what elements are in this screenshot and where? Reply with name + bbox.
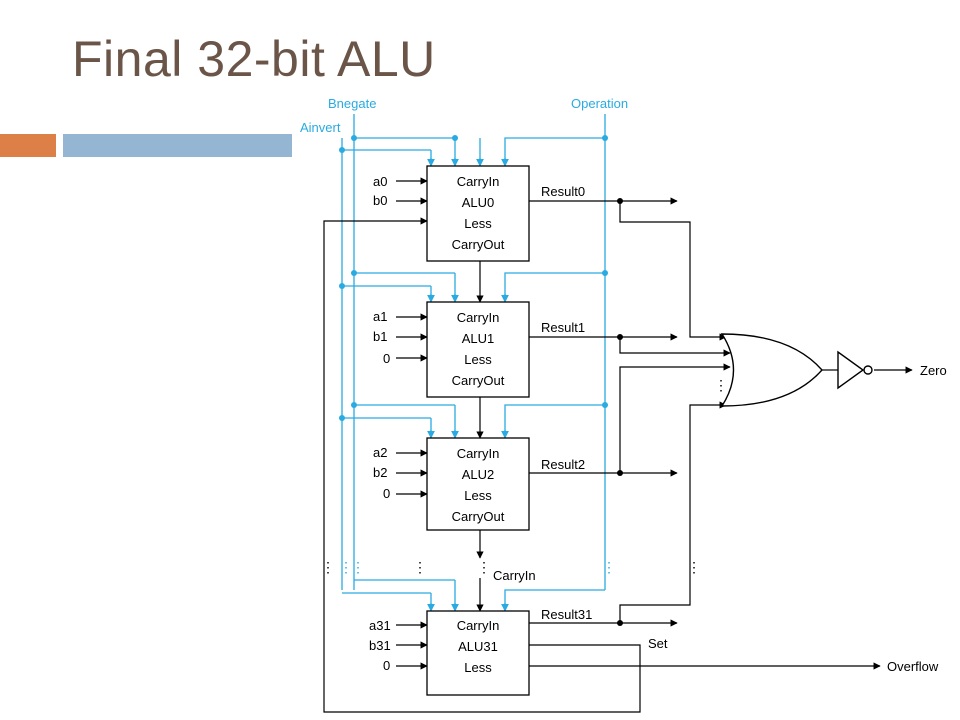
zero-label: Zero <box>920 363 947 378</box>
alu-carry-in-label: CarryIn <box>457 174 500 189</box>
alu-carry-in-label: CarryIn <box>457 618 500 633</box>
ellipsis: ⋮ <box>714 377 728 393</box>
alu-name-label: ALU1 <box>462 331 495 346</box>
title-accent-orange-bar <box>0 134 56 157</box>
slide-title: Final 32-bit ALU <box>72 31 436 87</box>
data-wires <box>323 177 913 713</box>
alu-less-label: Less <box>464 216 492 231</box>
alu-carry-in-label: CarryIn <box>457 446 500 461</box>
input-b-label: b31 <box>369 638 391 653</box>
carry-in-label: CarryIn <box>493 568 536 583</box>
alu-name-label: ALU0 <box>462 195 495 210</box>
alu-name-label: ALU2 <box>462 467 495 482</box>
ellipsis: ⋮ <box>339 559 353 575</box>
result-label: Result2 <box>541 457 585 472</box>
alu-block-1: CarryIn ALU1 Less CarryOut <box>426 301 530 398</box>
alu-carry-out-label: CarryOut <box>452 237 505 252</box>
result-label: Result1 <box>541 320 585 335</box>
or-gate <box>720 333 823 407</box>
input-a-label: a2 <box>373 445 387 460</box>
operation-label: Operation <box>571 96 628 111</box>
alu-block-0: CarryIn ALU0 Less CarryOut <box>426 165 530 262</box>
control-junction-dots <box>339 135 608 421</box>
alu-carry-in-label: CarryIn <box>457 310 500 325</box>
ellipsis: ⋮ <box>413 559 427 575</box>
input-a-label: a1 <box>373 309 387 324</box>
ellipsis: ⋮ <box>602 559 616 575</box>
not-gate-bubble <box>863 365 873 375</box>
input-a-label: a0 <box>373 174 387 189</box>
alu-block-31: CarryIn ALU31 Less <box>426 610 530 696</box>
control-wires <box>341 114 606 610</box>
alu-less-label: Less <box>464 352 492 367</box>
alu-less-label: Less <box>464 488 492 503</box>
input-less-label: 0 <box>383 351 390 366</box>
title-accent-blue-bar <box>63 134 292 157</box>
bnegate-label: Bnegate <box>328 96 376 111</box>
alu-block-2: CarryIn ALU2 Less CarryOut <box>426 437 530 531</box>
set-label: Set <box>648 636 668 651</box>
wire-junction-dots <box>617 198 623 626</box>
input-labels: a0 b0 a1 b1 0 a2 b2 0 a31 b31 0 <box>369 174 391 673</box>
alu-less-label: Less <box>464 660 492 675</box>
alu-carry-out-label: CarryOut <box>452 373 505 388</box>
input-less-label: 0 <box>383 658 390 673</box>
ellipsis: ⋮ <box>687 559 701 575</box>
output-labels: Result0 Result1 Result2 Result31 Set Ove… <box>493 184 947 674</box>
input-b-label: b2 <box>373 465 387 480</box>
ellipsis: ⋮ <box>351 559 365 575</box>
ellipsis-marks: ⋮ ⋮ ⋮ ⋮ ⋮ ⋮ ⋮ ⋮ <box>321 377 728 575</box>
result-label: Result0 <box>541 184 585 199</box>
not-gate <box>837 350 865 390</box>
control-arrowheads <box>427 158 509 612</box>
ainvert-label: Ainvert <box>300 120 341 135</box>
input-b-label: b1 <box>373 329 387 344</box>
overflow-label: Overflow <box>887 659 939 674</box>
result-label: Result31 <box>541 607 592 622</box>
alu-carry-out-label: CarryOut <box>452 509 505 524</box>
input-a-label: a31 <box>369 618 391 633</box>
alu-name-label: ALU31 <box>458 639 498 654</box>
input-b-label: b0 <box>373 193 387 208</box>
ellipsis: ⋮ <box>477 559 491 575</box>
input-less-label: 0 <box>383 486 390 501</box>
ellipsis: ⋮ <box>321 559 335 575</box>
